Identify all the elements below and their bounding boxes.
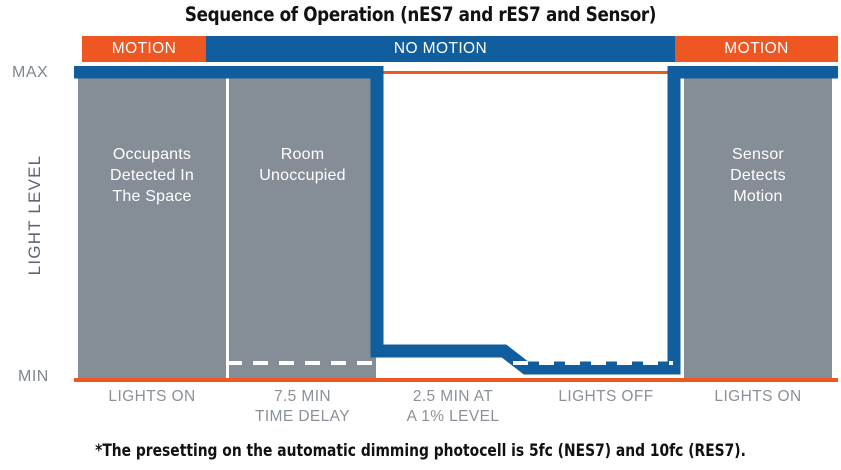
phase-block-sensor-detects-motion-label: Sensor Detects Motion	[730, 146, 786, 205]
x-label-lights-on-2: LIGHTS ON	[714, 388, 802, 405]
phase-block-occupants: Occupants Detected In The Space	[78, 73, 226, 378]
motion-status-bar: MOTION NO MOTION MOTION	[82, 36, 838, 62]
x-axis-baseline	[74, 378, 838, 382]
status-segment-no-motion: NO MOTION	[206, 36, 675, 62]
one-percent-level-dashed-line	[227, 361, 673, 365]
phase-block-sensor-detects-motion: Sensor Detects Motion	[684, 73, 832, 378]
status-segment-motion-left: MOTION	[82, 36, 206, 62]
plot-area: Occupants Detected In The Space Room Uno…	[74, 66, 838, 378]
phase-block-occupants-label: Occupants Detected In The Space	[109, 146, 195, 205]
y-axis-max-label: MAX	[12, 64, 49, 81]
y-axis-title: LIGHT LEVEL	[25, 154, 44, 276]
photocell-max-reference-line	[377, 71, 675, 74]
phase-block-room-unoccupied: Room Unoccupied	[229, 73, 376, 378]
phase-block-room-unoccupied-label: Room Unoccupied	[259, 146, 346, 184]
status-segment-motion-right: MOTION	[675, 36, 838, 62]
x-label-lights-off: LIGHTS OFF	[558, 388, 654, 405]
x-axis-labels: LIGHTS ON 7.5 MIN TIME DELAY 2.5 MIN AT …	[74, 387, 838, 437]
chart-title: Sequence of Operation (nES7 and rES7 and…	[184, 3, 657, 26]
x-label-time-delay: 7.5 MIN TIME DELAY	[254, 388, 350, 425]
x-label-lights-on-1: LIGHTS ON	[108, 388, 196, 405]
x-label-one-percent: 2.5 MIN AT A 1% LEVEL	[406, 388, 500, 425]
y-axis-min-label: MIN	[18, 368, 49, 385]
light-level-trace	[74, 66, 838, 375]
footnote-text: *The presetting on the automatic dimming…	[95, 441, 746, 460]
